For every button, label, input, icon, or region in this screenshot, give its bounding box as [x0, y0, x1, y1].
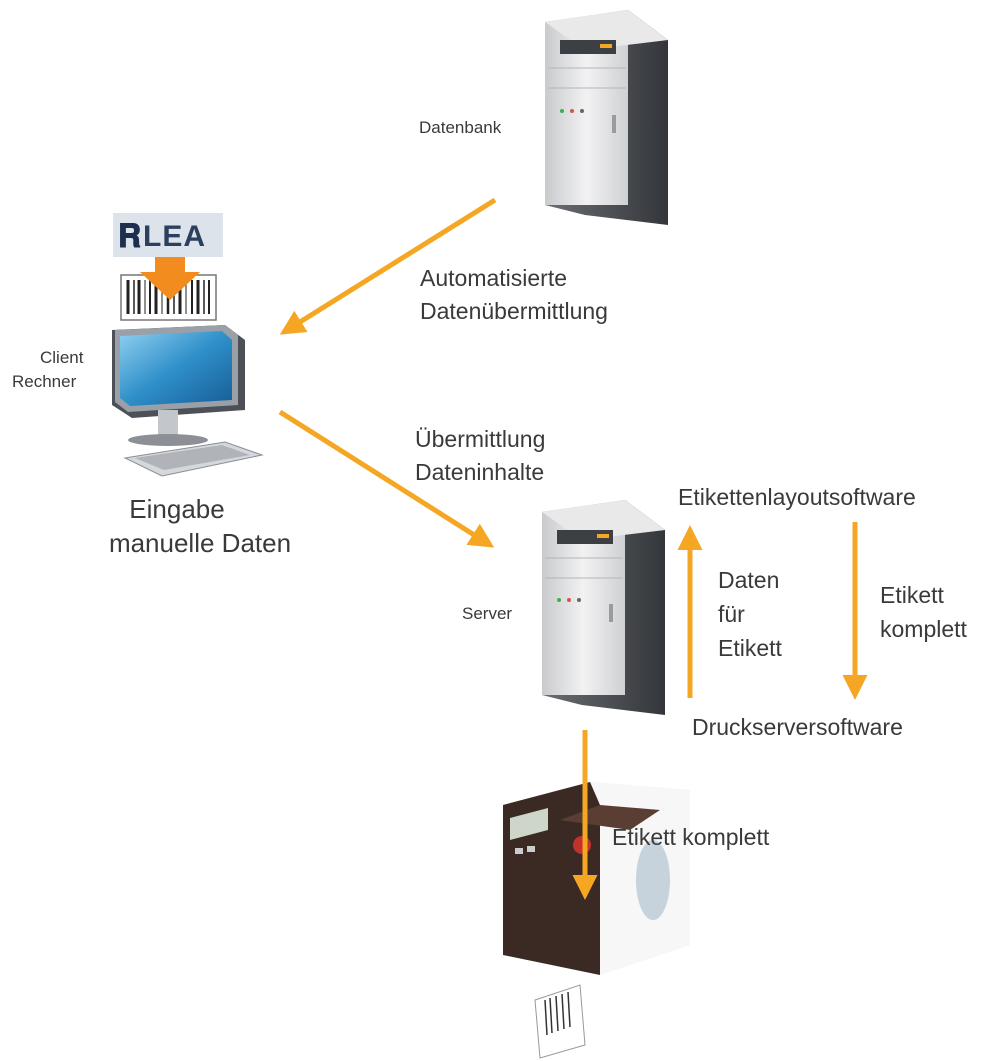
client-caption-line1: Eingabe — [129, 494, 225, 524]
server-icon — [542, 500, 665, 715]
server-label: Server — [462, 604, 513, 623]
edge-up-line3: Etikett — [718, 635, 782, 661]
edge-down-line2: komplett — [880, 616, 967, 642]
database-server-icon — [545, 10, 668, 225]
database-label: Datenbank — [419, 118, 502, 137]
client-label-line2: Rechner — [12, 372, 77, 391]
software-top-label: Etikettenlayoutsoftware — [678, 484, 916, 510]
logo-jr-mark-icon: 𝐑 — [118, 218, 142, 254]
client-computer-icon — [112, 325, 264, 477]
edge-db-client-line2: Datenübermittlung — [420, 298, 608, 324]
edge-down-line1: Etikett — [880, 582, 944, 608]
edge-client-server-line2: Dateninhalte — [415, 459, 545, 485]
edge-db-client-line1: Automatisierte — [420, 265, 568, 291]
arrow-client-to-server — [278, 409, 495, 548]
edge-client-server-line1: Übermittlung — [415, 426, 546, 452]
logo-text: LEA — [143, 220, 206, 253]
client-label-line1: Client — [40, 348, 84, 367]
edge-up-line1: Daten — [718, 567, 780, 593]
download-arrow-icon — [140, 250, 200, 300]
logo-background — [113, 213, 223, 257]
arrow-db-to-client — [279, 197, 497, 335]
software-bottom-label: Druckserversoftware — [692, 714, 903, 740]
edge-server-printer-label: Etikett komplett — [612, 824, 770, 850]
edge-up-line2: für — [718, 601, 745, 627]
client-caption-line2: manuelle Daten — [108, 528, 292, 558]
